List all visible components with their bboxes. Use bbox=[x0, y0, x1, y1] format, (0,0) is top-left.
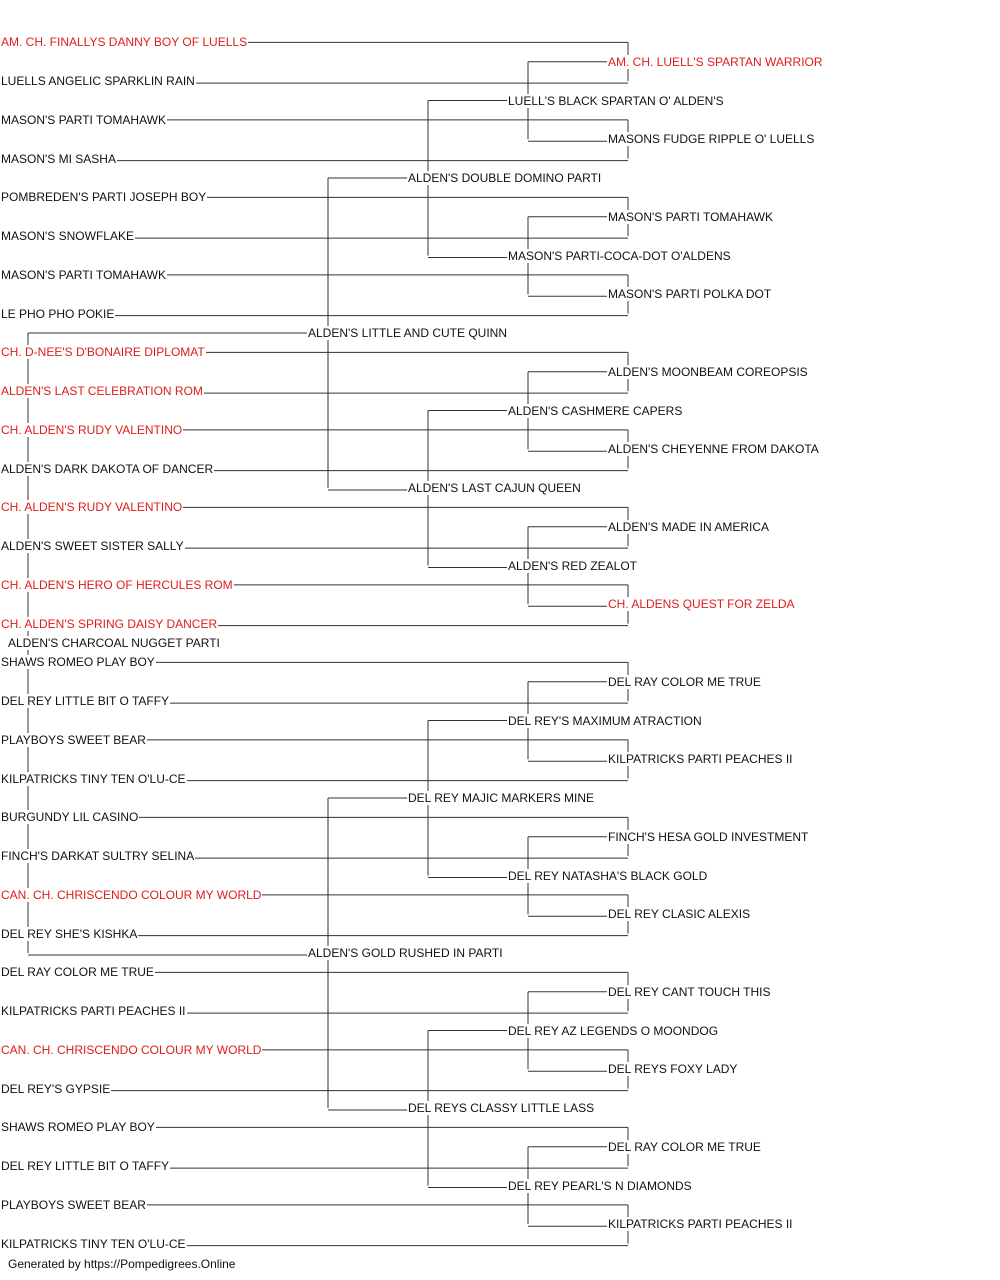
ancestor-name-gen5: KILPATRICKS TINY TEN O'LU-CE bbox=[0, 771, 187, 786]
ancestor-name-gen4: DEL RAY COLOR ME TRUE bbox=[607, 1139, 762, 1154]
ancestor-name-gen5: MASON'S PARTI TOMAHAWK bbox=[0, 112, 167, 127]
ancestor-name-gen4: DEL RAY COLOR ME TRUE bbox=[607, 674, 762, 689]
ancestor-name-gen4: DEL REY CLASIC ALEXIS bbox=[607, 907, 752, 922]
ancestor-name-gen3: LUELL'S BLACK SPARTAN O' ALDEN'S bbox=[507, 93, 725, 108]
ancestor-name-gen5: CH. ALDEN'S HERO OF HERCULES ROM bbox=[0, 577, 234, 592]
ancestor-name-gen5: DEL REY'S GYPSIE bbox=[0, 1081, 112, 1096]
ancestor-name-gen5: BURGUNDY LIL CASINO bbox=[0, 810, 140, 825]
ancestor-name-gen4: DEL REY CANT TOUCH THIS bbox=[607, 984, 772, 999]
ancestor-name-gen5: CH. ALDEN'S SPRING DAISY DANCER bbox=[0, 616, 219, 631]
ancestor-name-gen5: MASON'S MI SASHA bbox=[0, 151, 117, 166]
ancestor-name-gen5: CAN. CH. CHRISCENDO COLOUR MY WORLD bbox=[0, 887, 263, 902]
ancestor-name-gen3: DEL REY AZ LEGENDS O MOONDOG bbox=[507, 1023, 720, 1038]
ancestor-name-gen4: AM. CH. LUELL'S SPARTAN WARRIOR bbox=[607, 54, 824, 69]
ancestor-name-gen5: MASON'S SNOWFLAKE bbox=[0, 229, 135, 244]
ancestor-name-gen4: KILPATRICKS PARTI PEACHES II bbox=[607, 752, 794, 767]
ancestor-name-gen4: ALDEN'S MADE IN AMERICA bbox=[607, 519, 770, 534]
ancestor-name-gen4: ALDEN'S CHEYENNE FROM DAKOTA bbox=[607, 442, 820, 457]
ancestor-name-gen5: DEL REY SHE'S KISHKA bbox=[0, 926, 139, 941]
ancestor-name-gen4: DEL REYS FOXY LADY bbox=[607, 1062, 739, 1077]
ancestor-name-gen1: ALDEN'S LITTLE AND CUTE QUINN bbox=[307, 326, 508, 340]
ancestor-name-gen4: MASON'S PARTI POLKA DOT bbox=[607, 287, 773, 302]
ancestor-name-gen3: DEL REY PEARL'S N DIAMONDS bbox=[507, 1178, 693, 1193]
ancestor-name-gen5: CAN. CH. CHRISCENDO COLOUR MY WORLD bbox=[0, 1042, 263, 1057]
ancestor-name-gen5: ALDEN'S DARK DAKOTA OF DANCER bbox=[0, 461, 215, 476]
ancestor-name-gen4: MASONS FUDGE RIPPLE O' LUELLS bbox=[607, 132, 816, 147]
ancestor-name-gen4: FINCH'S HESA GOLD INVESTMENT bbox=[607, 829, 810, 844]
ancestor-name-gen5: POMBREDEN'S PARTI JOSEPH BOY bbox=[0, 190, 208, 205]
ancestor-name-gen4: KILPATRICKS PARTI PEACHES II bbox=[607, 1217, 794, 1232]
ancestor-name-gen5: LUELLS ANGELIC SPARKLIN RAIN bbox=[0, 74, 196, 89]
ancestor-name-gen5: DEL REY LITTLE BIT O TAFFY bbox=[0, 694, 171, 709]
ancestor-name-gen5: MASON'S PARTI TOMAHAWK bbox=[0, 267, 167, 282]
ancestor-name-gen1: ALDEN'S GOLD RUSHED IN PARTI bbox=[307, 946, 504, 960]
ancestor-name-gen2: ALDEN'S DOUBLE DOMINO PARTI bbox=[407, 171, 603, 185]
ancestor-name-gen2: DEL REYS CLASSY LITTLE LASS bbox=[407, 1101, 596, 1115]
ancestor-name-gen5: PLAYBOYS SWEET BEAR bbox=[0, 1197, 147, 1212]
generated-by-footer: Generated by https://Pompedigrees.Online bbox=[8, 1257, 236, 1271]
ancestor-name-gen4: MASON'S PARTI TOMAHAWK bbox=[607, 209, 774, 224]
ancestor-name-gen5: PLAYBOYS SWEET BEAR bbox=[0, 732, 147, 747]
ancestor-name-gen5: FINCH'S DARKAT SULTRY SELINA bbox=[0, 849, 196, 864]
ancestor-name-gen5: CH. ALDEN'S RUDY VALENTINO bbox=[0, 422, 184, 437]
ancestor-name-gen4: CH. ALDENS QUEST FOR ZELDA bbox=[607, 597, 796, 612]
ancestor-name-gen3: DEL REY'S MAXIMUM ATRACTION bbox=[507, 713, 703, 728]
ancestor-name-gen5: CH. ALDEN'S RUDY VALENTINO bbox=[0, 500, 184, 515]
ancestor-name-gen5: SHAWS ROMEO PLAY BOY bbox=[0, 1120, 156, 1135]
ancestor-name-gen3: DEL REY NATASHA'S BLACK GOLD bbox=[507, 868, 709, 883]
ancestor-name-gen2: DEL REY MAJIC MARKERS MINE bbox=[407, 791, 596, 805]
ancestor-name-gen3: ALDEN'S RED ZEALOT bbox=[507, 558, 638, 573]
ancestor-name-gen5: KILPATRICKS PARTI PEACHES II bbox=[0, 1004, 187, 1019]
ancestor-name-gen5: ALDEN'S SWEET SISTER SALLY bbox=[0, 539, 185, 554]
ancestor-name-gen3: MASON'S PARTI-COCA-DOT O'ALDENS bbox=[507, 248, 732, 263]
ancestor-name-gen5: AM. CH. FINALLYS DANNY BOY OF LUELLS bbox=[0, 35, 249, 50]
ancestor-name-gen5: DEL REY LITTLE BIT O TAFFY bbox=[0, 1159, 171, 1174]
subject-dog-name: ALDEN'S CHARCOAL NUGGET PARTI bbox=[7, 636, 221, 650]
ancestor-name-gen5: KILPATRICKS TINY TEN O'LU-CE bbox=[0, 1236, 187, 1251]
ancestor-name-gen5: SHAWS ROMEO PLAY BOY bbox=[0, 655, 156, 670]
ancestor-name-gen5: LE PHO PHO POKIE bbox=[0, 306, 116, 321]
ancestor-name-gen5: DEL RAY COLOR ME TRUE bbox=[0, 965, 155, 980]
ancestor-name-gen3: ALDEN'S CASHMERE CAPERS bbox=[507, 403, 684, 418]
ancestor-name-gen2: ALDEN'S LAST CAJUN QUEEN bbox=[407, 481, 582, 495]
ancestor-name-gen4: ALDEN'S MOONBEAM COREOPSIS bbox=[607, 364, 809, 379]
ancestor-name-gen5: ALDEN'S LAST CELEBRATION ROM bbox=[0, 384, 204, 399]
ancestor-name-gen5: CH. D-NEE'S D'BONAIRE DIPLOMAT bbox=[0, 345, 206, 360]
